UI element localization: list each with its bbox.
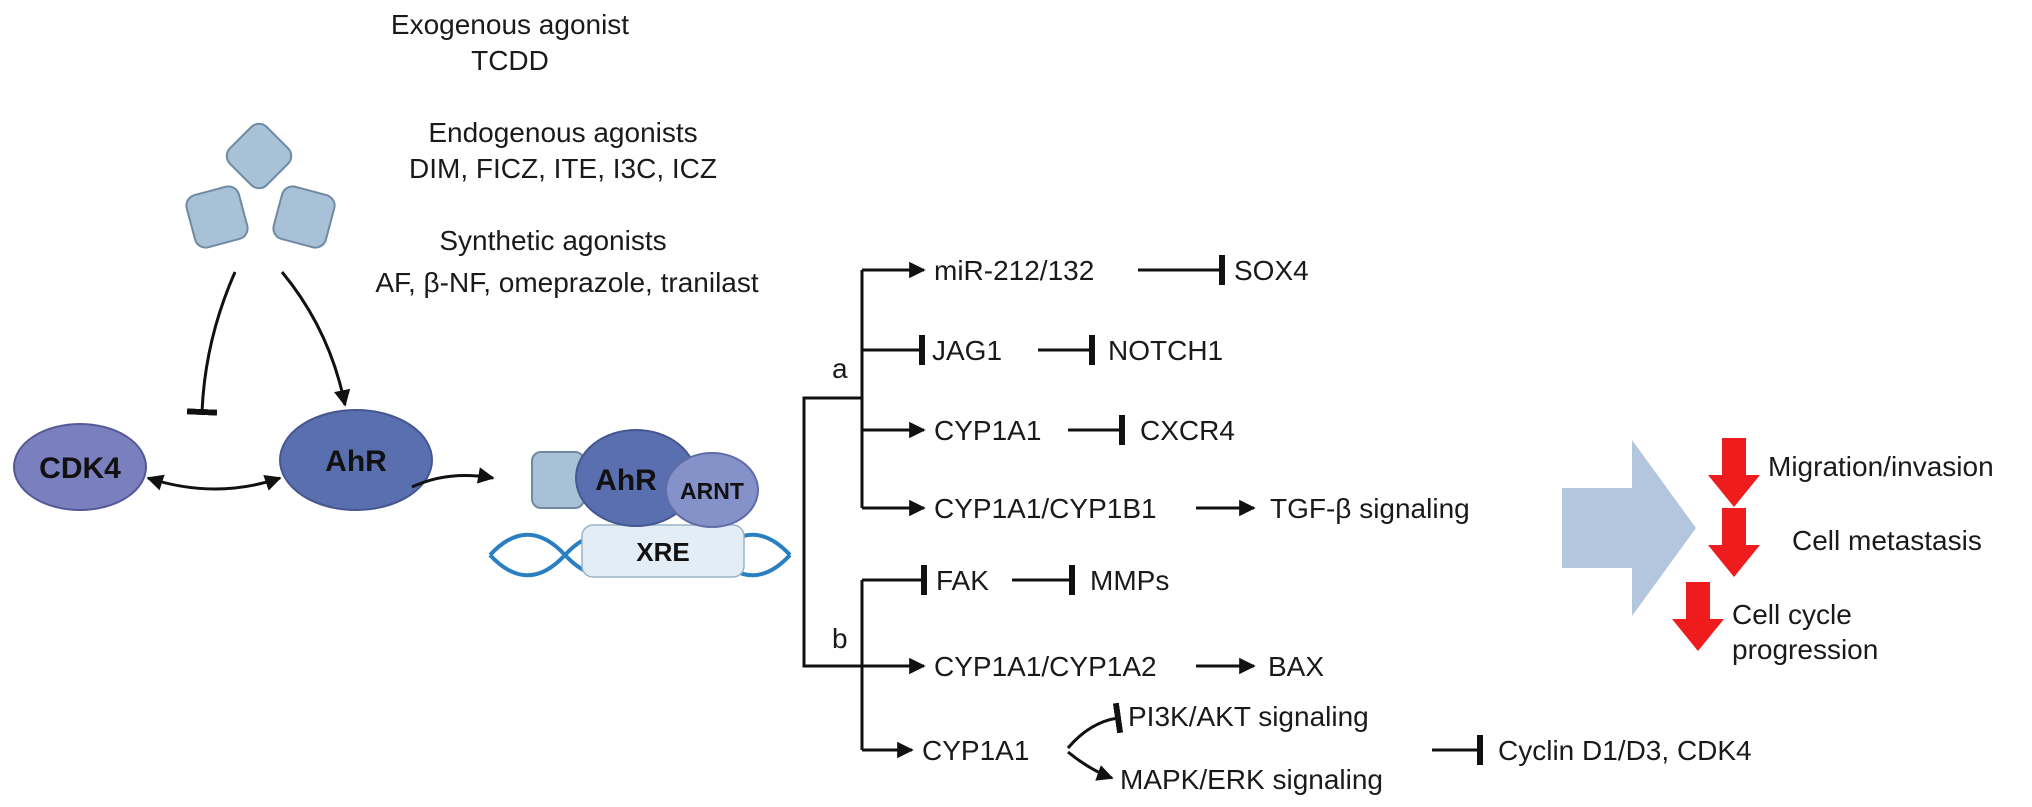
bax: BAX xyxy=(1268,651,1324,682)
cxcr4: CXCR4 xyxy=(1140,415,1235,446)
outcome-cell-cycle-line1: Cell cycle xyxy=(1732,599,1852,630)
cyp1a1-cyp1b1: CYP1A1/CYP1B1 xyxy=(934,493,1157,524)
exogenous-agonist-items: TCDD xyxy=(471,45,549,76)
cyp1a1-inhibits-pi3k xyxy=(1066,702,1124,749)
exogenous-agonist-title: Exogenous agonist xyxy=(391,9,629,40)
down-arrow-icon xyxy=(1708,438,1760,507)
tgf-beta-signaling: TGF-β signaling xyxy=(1270,493,1470,524)
ligand-shape xyxy=(225,122,293,190)
down-arrow-icon xyxy=(1708,508,1760,577)
mmps: MMPs xyxy=(1090,565,1169,596)
synthetic-agonists-items: AF, β-NF, omeprazole, tranilast xyxy=(375,267,759,298)
outcome-migration-invasion: Migration/invasion xyxy=(1768,451,1994,482)
cdk4-label: CDK4 xyxy=(39,452,121,485)
ahr-to-complex-arrow xyxy=(411,467,495,489)
ahr-node xyxy=(279,409,433,511)
endogenous-agonists-title: Endogenous agonists xyxy=(428,117,697,148)
trunk-a xyxy=(802,396,862,586)
notch1: NOTCH1 xyxy=(1108,335,1223,366)
branch-a-label: a xyxy=(832,353,848,384)
outcome-cell-metastasis: Cell metastasis xyxy=(1792,525,1982,556)
activation-to-ahr xyxy=(280,271,351,407)
inhibition-to-cdk4 xyxy=(186,271,237,416)
sox4: SOX4 xyxy=(1234,255,1309,286)
arnt-node xyxy=(665,452,759,528)
cyp1a1-cyp1a2: CYP1A1/CYP1A2 xyxy=(934,651,1157,682)
cdk4-node xyxy=(13,423,147,511)
ahr-label: AhR xyxy=(325,445,387,478)
xre-label: XRE xyxy=(636,537,689,567)
cyp1a1-activates-mapk xyxy=(1067,750,1114,781)
mir-212-132: miR-212/132 xyxy=(934,255,1094,286)
xre-element xyxy=(581,524,745,578)
ligand-shape xyxy=(185,185,249,249)
arnt-label: ARNT xyxy=(680,478,744,504)
complex-ahr-label: AhR xyxy=(595,464,657,497)
outcome-cell-cycle-line2: progression xyxy=(1732,634,1878,665)
cdk4-ahr-interaction-arrow xyxy=(146,474,282,491)
trunk-b xyxy=(802,586,862,668)
mapk-erk-signaling: MAPK/ERK signaling xyxy=(1120,764,1383,795)
cyclin-d1-d3-cdk4: Cyclin D1/D3, CDK4 xyxy=(1498,735,1752,766)
down-arrow-icon xyxy=(1672,582,1724,651)
cyp1a1-a: CYP1A1 xyxy=(934,415,1041,446)
endogenous-agonists-items: DIM, FICZ, ITE, I3C, ICZ xyxy=(409,153,717,184)
synthetic-agonists-title: Synthetic agonists xyxy=(439,225,666,256)
jag1: JAG1 xyxy=(932,335,1002,366)
big-right-arrow xyxy=(1562,440,1696,616)
pi3k-akt-signaling: PI3K/AKT signaling xyxy=(1128,701,1369,732)
ligand-cluster xyxy=(185,122,336,249)
ligand-shape xyxy=(272,185,336,249)
cyp1a1-b: CYP1A1 xyxy=(922,735,1029,766)
branch-b-label: b xyxy=(832,623,848,654)
fak: FAK xyxy=(936,565,989,596)
